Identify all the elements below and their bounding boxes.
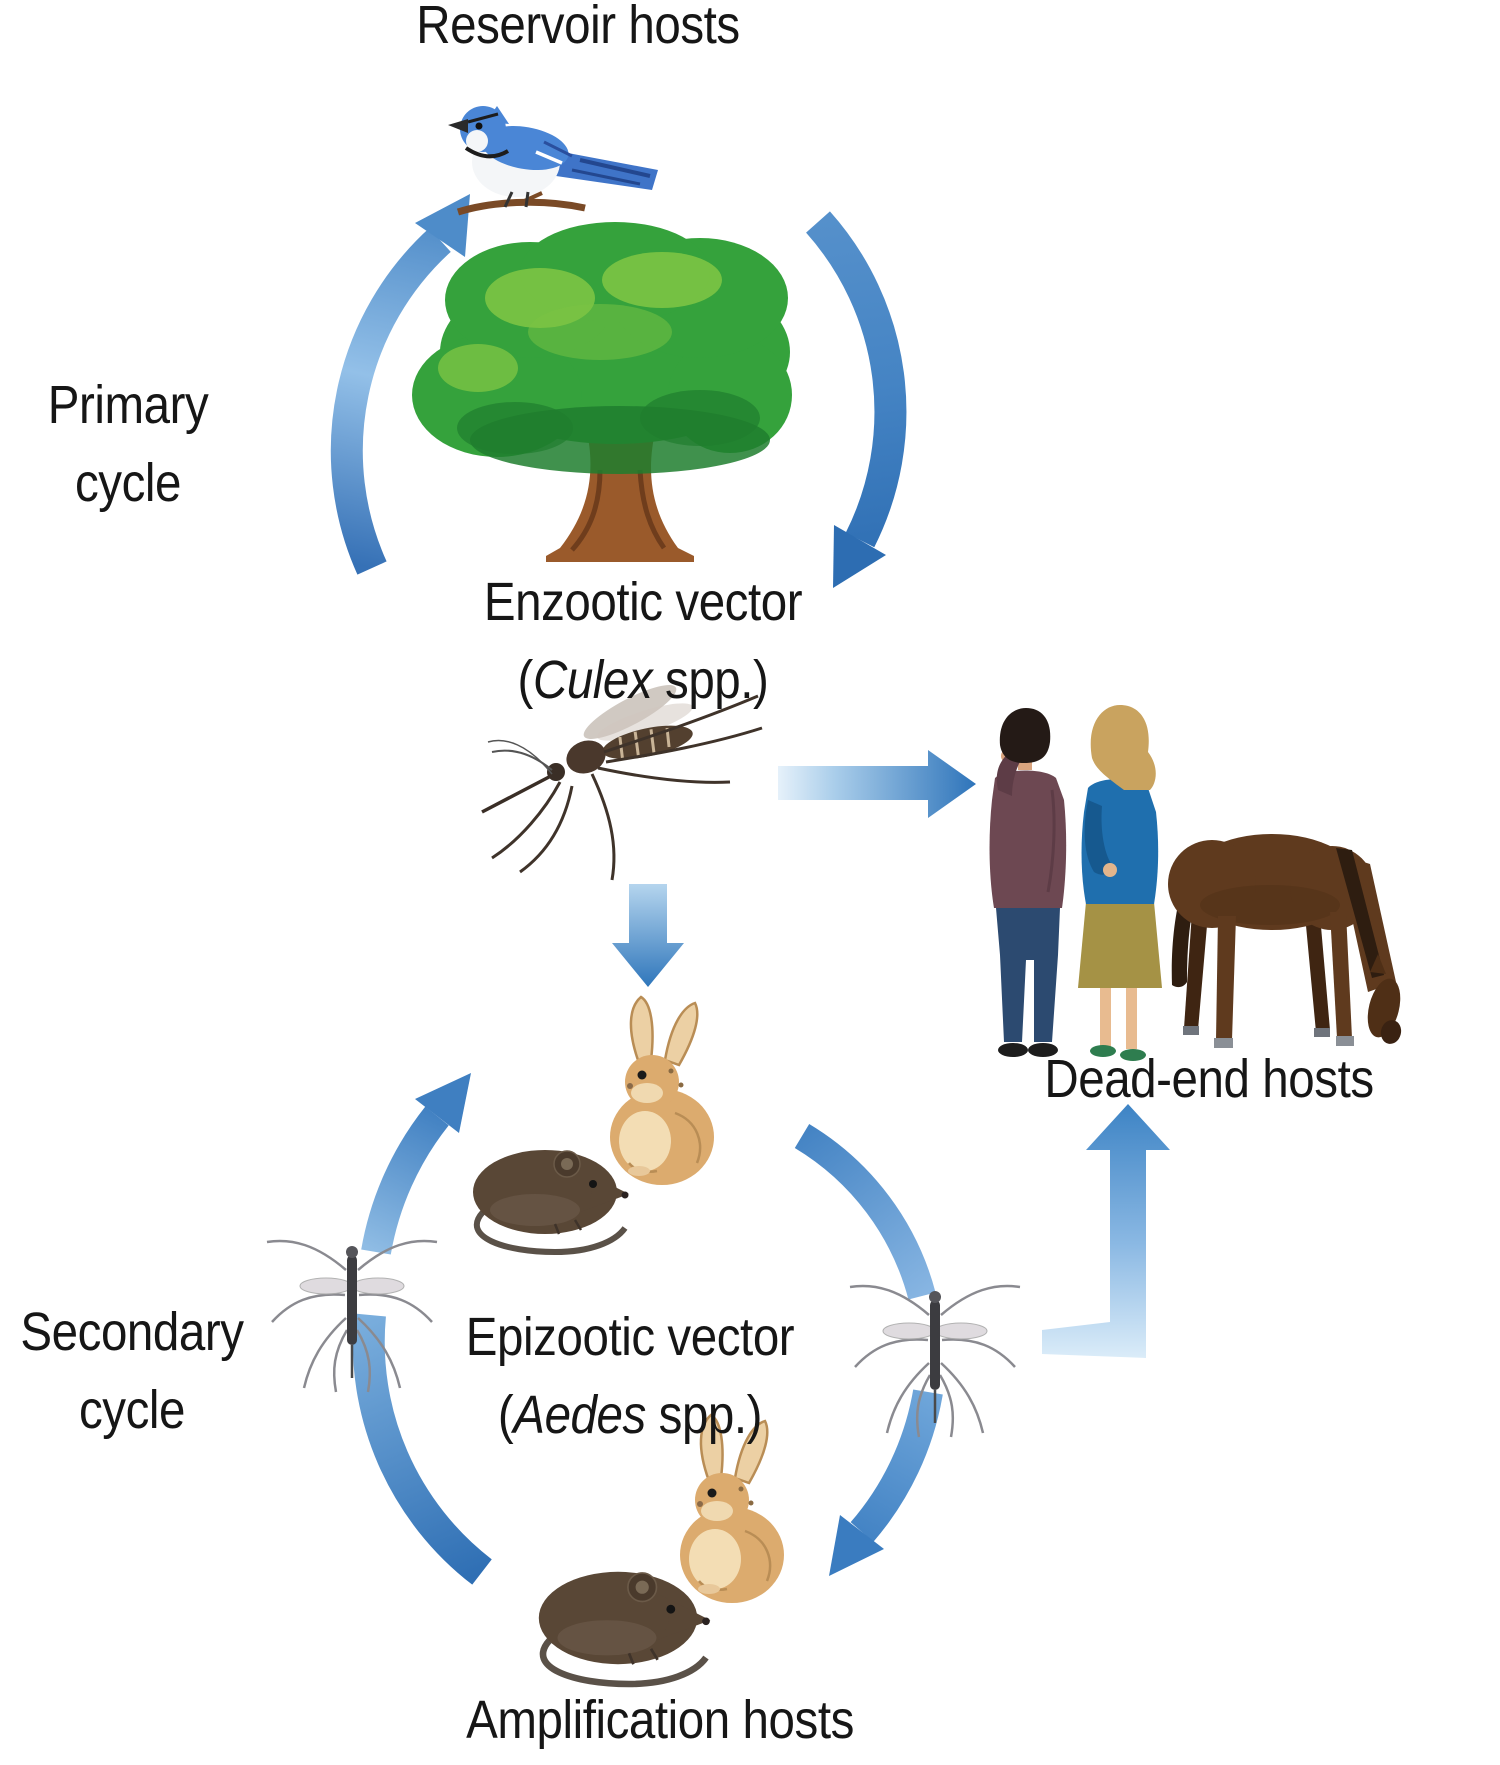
secondary-cycle-label: Secondary cycle xyxy=(20,1302,244,1441)
horse-icon xyxy=(1168,834,1402,1048)
primary-cycle-label: Primary cycle xyxy=(47,375,209,514)
secondary-cycle-arrows xyxy=(352,1073,943,1585)
arrowhead-up-icon xyxy=(415,1073,471,1133)
man-icon xyxy=(989,708,1067,1057)
arrowhead-up-icon xyxy=(415,194,470,257)
primary-cycle-arrows xyxy=(330,194,907,588)
mouse-icon-top xyxy=(473,1150,629,1252)
woman-icon xyxy=(1078,705,1162,1061)
enzootic-vector-label: Enzootic vector (Culex spp.) xyxy=(483,572,803,711)
arrowhead-up-icon xyxy=(1086,1104,1170,1150)
arrow-to-dead-end-hosts xyxy=(778,750,976,818)
arrow-to-amplification-hosts xyxy=(612,884,684,987)
mouse-icon-bottom xyxy=(539,1572,711,1684)
amplification-hosts-label: Amplification hosts xyxy=(466,1690,854,1750)
reservoir-hosts-label: Reservoir hosts xyxy=(416,0,740,55)
arrow-secondary-to-dead-end xyxy=(1042,1104,1170,1358)
culex-mosquito-icon xyxy=(481,685,763,881)
aedes-mosquito-right-icon xyxy=(848,1284,1022,1439)
dead-end-hosts-label: Dead-end hosts xyxy=(1044,1049,1374,1109)
dead-end-hosts-group xyxy=(989,705,1402,1061)
tree-icon xyxy=(412,222,792,562)
aedes-mosquito-left-icon xyxy=(265,1239,439,1394)
rabbit-icon-top xyxy=(608,995,716,1187)
arrowhead-down-icon xyxy=(833,525,886,588)
epizootic-vector-label: Epizootic vector (Aedes spp.) xyxy=(465,1307,795,1446)
blue-jay-icon xyxy=(448,106,658,216)
arrowhead-down-icon xyxy=(829,1515,884,1576)
